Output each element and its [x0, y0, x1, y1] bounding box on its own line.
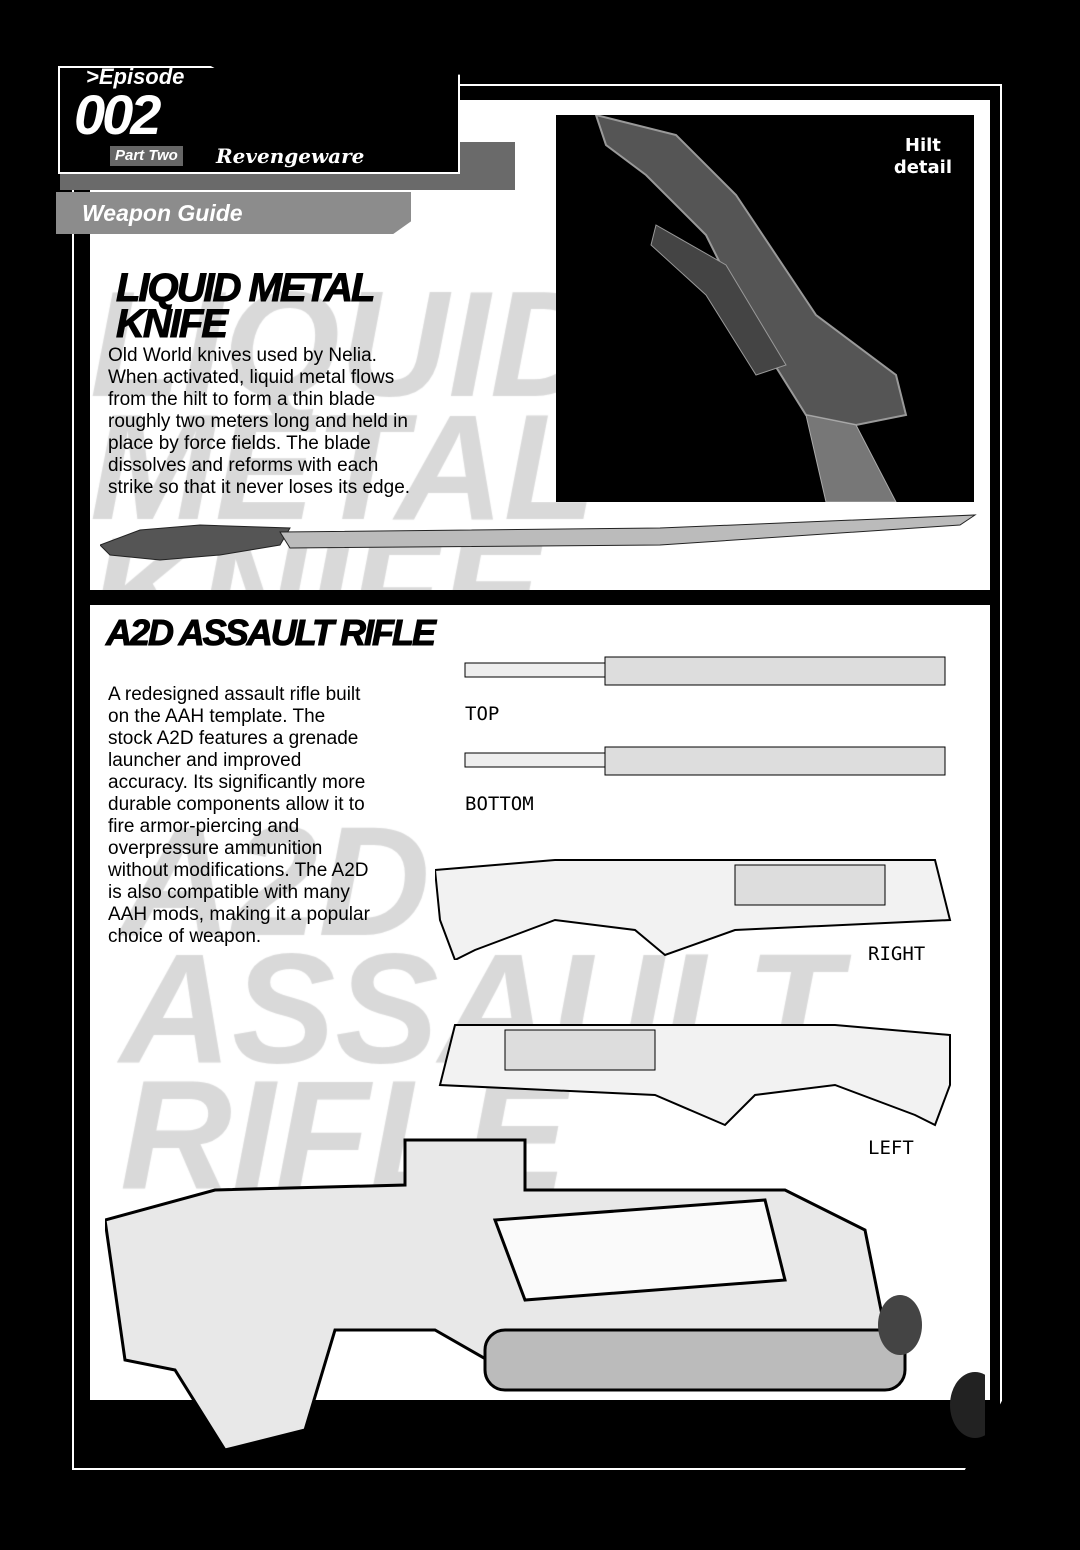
- view-label-bottom: BOTTOM: [465, 793, 534, 815]
- rifle-main-illustration: [105, 1138, 985, 1452]
- view-label-right: RIGHT: [868, 943, 926, 965]
- rifle-bottom-view: [464, 746, 946, 776]
- knife-title: LIQUID METAL KNIFE: [115, 266, 375, 346]
- rifle-title: A2D ASSAULT RIFLE: [105, 612, 436, 653]
- knife-illustration: [100, 514, 977, 561]
- hilt-detail-image: Hilt detail: [556, 113, 974, 503]
- knife-description: Old World knives used by Nelia. When act…: [108, 345, 411, 498]
- rifle-description: A redesigned assault rifle built on the …: [108, 684, 370, 947]
- section-banner: [56, 192, 411, 234]
- view-label-top: TOP: [465, 703, 500, 725]
- part-title: Revengeware: [216, 144, 365, 168]
- rifle-left-view: [438, 1024, 951, 1127]
- view-label-left: LEFT: [868, 1137, 914, 1159]
- rifle-right-view: [435, 859, 952, 960]
- hilt-detail-label: Hilt detail: [893, 135, 952, 178]
- hilt-illustration: [594, 113, 908, 503]
- section-title: Weapon Guide: [82, 200, 243, 226]
- rifle-top-view: [464, 656, 946, 686]
- part-label: Part Two: [110, 146, 183, 166]
- page-frame: [72, 84, 1002, 1470]
- episode-number: 002: [74, 83, 161, 146]
- episode-label: >Episode: [86, 64, 185, 89]
